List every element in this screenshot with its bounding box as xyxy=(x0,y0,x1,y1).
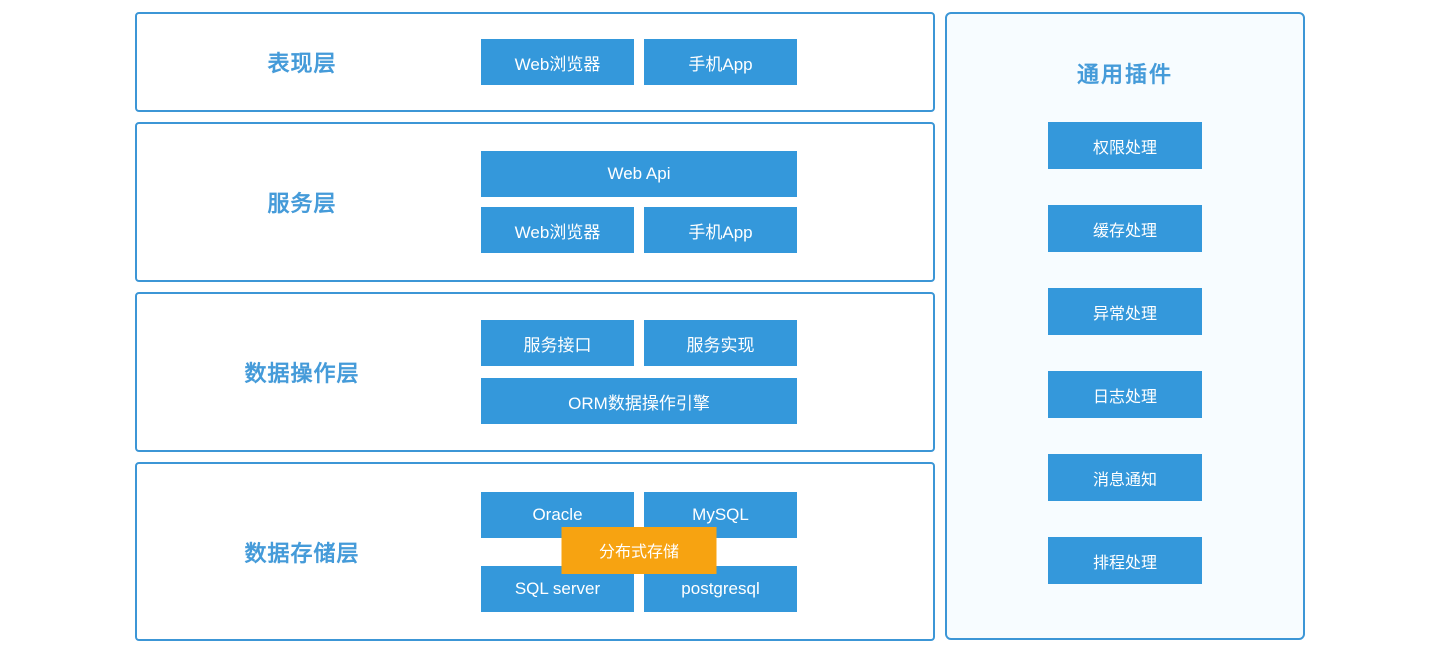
layer-stack: 表现层 Web浏览器 手机App 服务层 Web Api Web浏览器 手机Ap… xyxy=(135,12,935,641)
plugin-log: 日志处理 xyxy=(1048,371,1202,418)
plugins-panel-title: 通用插件 xyxy=(1076,62,1173,87)
node-oracle: Oracle xyxy=(481,491,634,538)
plugins-panel: 通用插件 权限处理 缓存处理 异常处理 日志处理 消息通知 排程处理 xyxy=(945,12,1305,640)
node-web-browser: Web浏览器 xyxy=(481,39,634,85)
plugin-permission: 权限处理 xyxy=(1048,122,1202,169)
plugin-cache: 缓存处理 xyxy=(1048,205,1202,252)
layer-data-operation: 数据操作层 服务接口 服务实现 ORM数据操作引擎 xyxy=(135,292,935,452)
node-postgresql: postgresql xyxy=(644,565,797,612)
node-orm-engine: ORM数据操作引擎 xyxy=(481,378,797,424)
node-mobile-app: 手机App xyxy=(644,207,797,253)
layer-service: 服务层 Web Api Web浏览器 手机App xyxy=(135,122,935,282)
node-service-implementation: 服务实现 xyxy=(644,320,797,366)
node-sql-server: SQL server xyxy=(481,565,634,612)
layer-presentation-nodes: Web浏览器 手机App xyxy=(481,39,797,85)
layer-service-title: 服务层 xyxy=(267,191,337,216)
layer-data-storage-nodes: Oracle MySQL SQL server postgresql 分布式存储 xyxy=(481,491,797,612)
plugin-schedule: 排程处理 xyxy=(1048,537,1202,584)
layer-presentation: 表现层 Web浏览器 手机App xyxy=(135,12,935,112)
node-web-browser: Web浏览器 xyxy=(481,207,634,253)
layer-data-storage-title: 数据存储层 xyxy=(244,540,360,566)
layer-presentation-title: 表现层 xyxy=(267,51,337,76)
layer-data-operation-nodes: 服务接口 服务实现 ORM数据操作引擎 xyxy=(481,320,797,424)
node-web-api: Web Api xyxy=(481,151,797,197)
layer-service-nodes: Web Api Web浏览器 手机App xyxy=(481,151,797,253)
layer-data-storage: 数据存储层 Oracle MySQL SQL server postgresql… xyxy=(135,462,935,641)
node-service-interface: 服务接口 xyxy=(481,320,634,366)
node-distributed-storage: 分布式存储 xyxy=(561,526,717,574)
plugins-list: 权限处理 缓存处理 异常处理 日志处理 消息通知 排程处理 xyxy=(1048,122,1202,584)
plugin-exception: 异常处理 xyxy=(1048,288,1202,335)
layer-data-operation-title: 数据操作层 xyxy=(244,361,360,386)
node-mobile-app: 手机App xyxy=(644,39,797,85)
plugin-notification: 消息通知 xyxy=(1048,454,1202,501)
